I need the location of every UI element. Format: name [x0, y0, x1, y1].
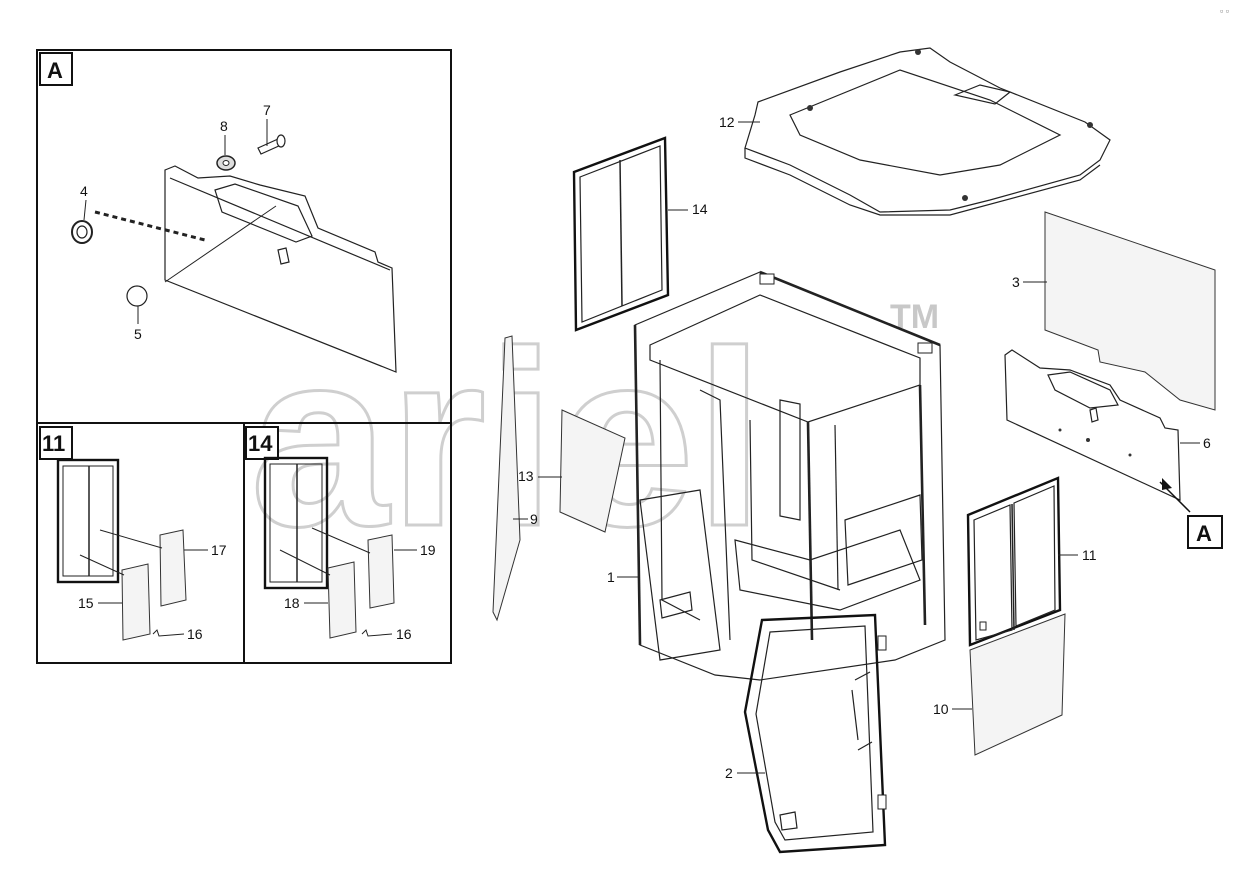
window-frame-14	[263, 456, 329, 590]
glass-part-3	[1044, 211, 1216, 411]
leader-16-box14	[361, 629, 393, 637]
callout-18: 18	[284, 595, 300, 611]
callout-9: 9	[530, 511, 538, 527]
rear-panel-detail	[164, 165, 397, 373]
corner-mark: ▫ ▫	[1220, 6, 1229, 16]
rear-panel-part-6	[1004, 349, 1181, 501]
glass-part-15	[121, 563, 151, 641]
callout-17: 17	[211, 542, 227, 558]
detail-box-14-label: 14	[248, 431, 273, 456]
detail-box-a-label: A	[47, 58, 63, 83]
detail-box-a: A 4 5 7	[36, 49, 452, 424]
leader-16-box11	[152, 629, 185, 637]
callout-5: 5	[134, 326, 142, 342]
watermark-trademark: TM	[890, 298, 939, 336]
bolt-part-7	[257, 134, 286, 155]
callout-4: 4	[80, 183, 88, 199]
glass-part-13	[559, 409, 626, 533]
rear-window-frame-part-14	[572, 136, 670, 332]
glass-part-10	[969, 613, 1066, 756]
callout-16-box11: 16	[187, 626, 203, 642]
detail-box-11: 11 17 15 16	[36, 422, 245, 664]
window-frame-11	[56, 458, 120, 584]
glass-part-17	[159, 529, 187, 607]
cab-frame-part-1	[633, 270, 946, 681]
side-window-part-11	[966, 476, 1062, 647]
callout-16-box14: 16	[396, 626, 412, 642]
section-marker-a: A	[1159, 478, 1223, 549]
callout-13: 13	[518, 468, 534, 484]
detail-box-11-label: 11	[42, 431, 65, 456]
callout-2: 2	[725, 765, 733, 781]
callout-1: 1	[607, 569, 615, 585]
callout-6: 6	[1203, 435, 1211, 451]
detail-box-a-tag	[39, 52, 73, 86]
glass-part-9	[492, 335, 521, 622]
glass-part-18	[327, 561, 357, 639]
callout-10: 10	[933, 701, 949, 717]
callout-19: 19	[420, 542, 436, 558]
detail-box-14-frame	[243, 422, 452, 664]
callout-14: 14	[692, 201, 708, 217]
detail-box-14: 14 19 18 16	[243, 422, 452, 664]
door-part-2	[743, 613, 887, 854]
glass-part-19	[367, 534, 395, 609]
plug-part-5	[126, 285, 148, 307]
roof-part-12	[744, 47, 1111, 216]
callout-8: 8	[220, 118, 228, 134]
grommet-part-4	[71, 210, 206, 244]
detail-box-14-tag	[245, 426, 279, 460]
callout-15: 15	[78, 595, 94, 611]
callout-3: 3	[1012, 274, 1020, 290]
callout-11: 11	[1082, 547, 1097, 563]
washer-part-8	[216, 155, 236, 171]
detail-box-11-tag	[39, 426, 73, 460]
callout-7: 7	[263, 102, 271, 118]
section-marker-label: A	[1196, 521, 1212, 546]
callout-12: 12	[719, 114, 735, 130]
leader-4	[83, 199, 87, 221]
